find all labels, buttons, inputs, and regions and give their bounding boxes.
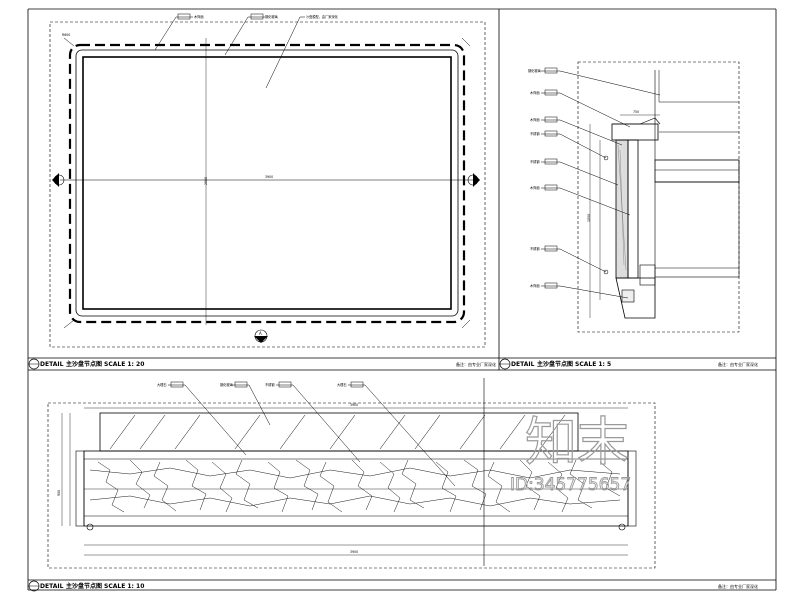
- plan-corner-dim: R600: [62, 33, 70, 37]
- marble-veins: [89, 459, 621, 513]
- title-bar-panel3: DETAIL 主沙盘节点图 SCALE 1: 10 备注：由专业厂家深化: [28, 580, 758, 592]
- panel2-callout-7: 不锈钢: [530, 246, 540, 251]
- title-bar-panel1: DETAIL 主沙盘节点图 SCALE 1: 20 备注：由专业厂家深化: [28, 358, 496, 370]
- panel1-note: 备注：由专业厂家深化: [456, 361, 496, 367]
- panel1-callout-3: 沙盘模型，由厂家深化: [306, 14, 339, 19]
- panel1-detail-word: DETAIL: [40, 361, 64, 368]
- glass-hatch: [109, 414, 566, 450]
- watermark-brand: 知末: [525, 413, 629, 473]
- panel2-callout-1: 钢化玻璃: [528, 68, 542, 73]
- panel3-left-dim: 900: [57, 490, 61, 496]
- panel3-top-dim: 3900: [350, 403, 358, 407]
- section-marker-bottom: A: [254, 329, 268, 343]
- panel1-title: 主沙盘节点图: [66, 360, 102, 368]
- panel2-callout-4: 不锈钢: [530, 131, 540, 136]
- watermark-id: ID:345775657: [510, 475, 631, 495]
- panel3-bottom-dim: 3900: [350, 550, 358, 554]
- panel2-note: 备注：由专业厂家深化: [718, 361, 758, 367]
- panel3-callout-4: 大理石: [337, 382, 347, 387]
- panel2-title: 主沙盘节点图: [537, 360, 573, 368]
- panel2-callout-8: 木饰面: [530, 283, 540, 288]
- plan-width-dim: 3900: [265, 175, 273, 179]
- panel2-detail-word: DETAIL: [511, 361, 535, 368]
- sheet-frame: [27, 8, 777, 591]
- panel3-title: 主沙盘节点图: [66, 582, 102, 590]
- panel3-callout-3: 不锈钢: [265, 382, 275, 387]
- panel2-top-dim: 750: [633, 110, 639, 114]
- section-mark-label: A: [259, 331, 262, 336]
- panel3-scale: SCALE 1: 10: [104, 583, 144, 590]
- plan-height-dim: 2800: [204, 177, 208, 185]
- panel1-callout-1: 木饰面: [194, 14, 204, 19]
- panel1-callouts: [154, 13, 305, 89]
- panel2-side-dim: 1050: [587, 214, 591, 222]
- panel3-note: 备注：由专业厂家深化: [718, 583, 758, 589]
- panel2-callout-5: 不锈钢: [530, 159, 540, 164]
- panel2-section: 1050 750 钢化玻璃 木饰面 木饰面 不锈钢 不锈钢 木饰面 不锈: [528, 61, 740, 333]
- panel1-callout-2: 钢化玻璃: [265, 14, 279, 19]
- title-bar-panel2: DETAIL 主沙盘节点图 SCALE 1: 5 备注：由专业厂家深化: [499, 358, 758, 370]
- panel1-plan: A 3900 2800 R600 木饰面 钢化玻璃 沙盘模型，由厂家深化: [49, 13, 486, 348]
- panel3-callout-2: 钢化玻璃: [220, 382, 234, 387]
- watermark: 知末 ID:345775657: [510, 412, 632, 495]
- panel3-elevation: 3900 3900 900 大理石 钢化玻璃 不锈钢 大理石: [47, 378, 656, 569]
- section-marker-right: [467, 173, 480, 187]
- section-marker-left: [52, 173, 65, 187]
- panel3-callout-1: 大理石: [157, 382, 167, 387]
- panel2-scale: SCALE 1: 5: [575, 361, 611, 368]
- panel2-callout-6: 木饰面: [530, 185, 540, 190]
- panel2-callout-2: 木饰面: [530, 90, 540, 95]
- panel2-callouts: [541, 67, 661, 299]
- panel3-callouts: [168, 381, 456, 487]
- panel2-callout-3: 木饰面: [530, 117, 540, 122]
- panel1-scale: SCALE 1: 20: [104, 361, 144, 368]
- panel3-detail-word: DETAIL: [40, 583, 64, 590]
